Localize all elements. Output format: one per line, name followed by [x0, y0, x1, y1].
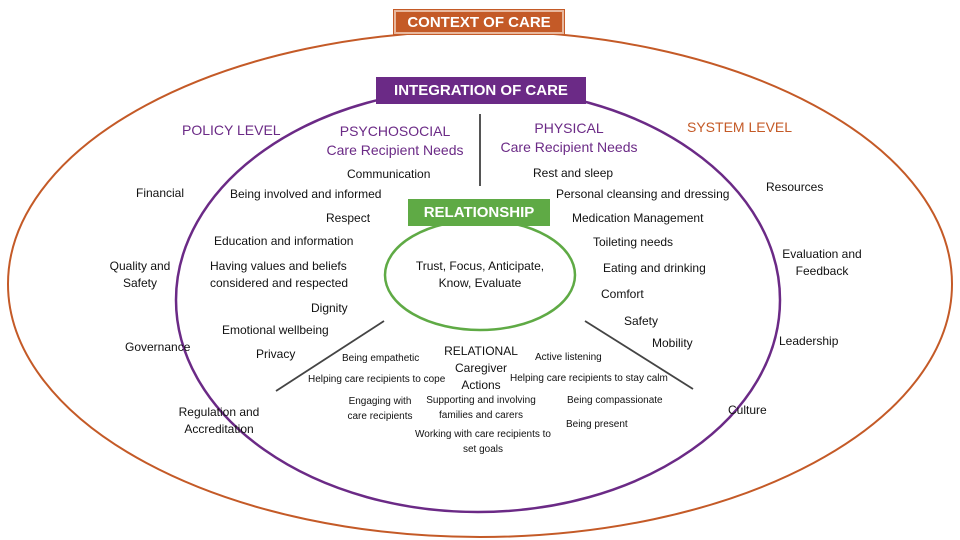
relational-item: Helping care recipients to cope	[308, 374, 446, 385]
policy-item: Regulation and Accreditation	[178, 405, 260, 436]
system-item: Evaluation and Feedback	[782, 247, 862, 278]
system-level-heading: SYSTEM LEVEL	[687, 119, 793, 135]
physical-item: Mobility	[652, 336, 693, 350]
relational-subheading: Actions	[461, 378, 501, 392]
psychosocial-item: Having values and beliefs considered and…	[210, 259, 349, 290]
relational-heading: RELATIONAL	[444, 344, 518, 358]
physical-item: Rest and sleep	[533, 166, 614, 180]
physical-item: Toileting needs	[593, 235, 674, 249]
relationship-box: RELATIONSHIP	[408, 199, 550, 226]
relationship-values: Trust, Focus, Anticipate, Know, Evaluate	[415, 259, 545, 290]
psychosocial-item: Dignity	[311, 301, 348, 315]
context-of-care-box: CONTEXT OF CARE	[393, 9, 565, 35]
psychosocial-item: Communication	[347, 167, 431, 181]
relational-item: Being compassionate	[567, 395, 663, 406]
system-item: Resources	[766, 180, 824, 194]
system-item: Leadership	[779, 334, 839, 348]
psychosocial-subheading: Care Recipient Needs	[326, 142, 464, 158]
physical-item: Eating and drinking	[603, 261, 706, 275]
relational-item: Supporting and involving families and ca…	[426, 395, 536, 421]
relational-item: Being empathetic	[342, 353, 420, 364]
relational-item: Helping care recipients to stay calm	[510, 373, 668, 384]
physical-item: Medication Management	[572, 211, 704, 225]
divider-right	[584, 320, 694, 390]
psychosocial-item: Respect	[326, 211, 371, 225]
physical-item: Personal cleansing and dressing	[556, 187, 730, 201]
policy-item: Financial	[136, 186, 185, 200]
psychosocial-heading: PSYCHOSOCIAL	[339, 123, 451, 139]
relational-item: Engaging with care recipients	[347, 396, 413, 422]
integration-of-care-box: INTEGRATION OF CARE	[376, 77, 586, 104]
physical-item: Safety	[624, 314, 659, 328]
divider-left	[275, 320, 385, 392]
relational-item: Active listening	[535, 352, 602, 363]
psychosocial-item: Emotional wellbeing	[222, 323, 329, 337]
relational-item: Being present	[566, 419, 628, 430]
relational-item: Working with care recipients to set goal…	[415, 429, 551, 455]
physical-subheading: Care Recipient Needs	[500, 139, 638, 155]
physical-heading: PHYSICAL	[534, 120, 604, 136]
physical-item: Comfort	[601, 287, 644, 301]
relational-subheading: Caregiver	[454, 361, 508, 375]
policy-item: Governance	[125, 340, 191, 354]
psychosocial-item: Education and information	[214, 234, 354, 248]
policy-item: Quality and Safety	[109, 259, 171, 290]
psychosocial-item: Being involved and informed	[230, 187, 382, 201]
policy-level-heading: POLICY LEVEL	[182, 122, 281, 138]
system-item: Culture	[728, 403, 767, 417]
psychosocial-item: Privacy	[256, 347, 296, 361]
